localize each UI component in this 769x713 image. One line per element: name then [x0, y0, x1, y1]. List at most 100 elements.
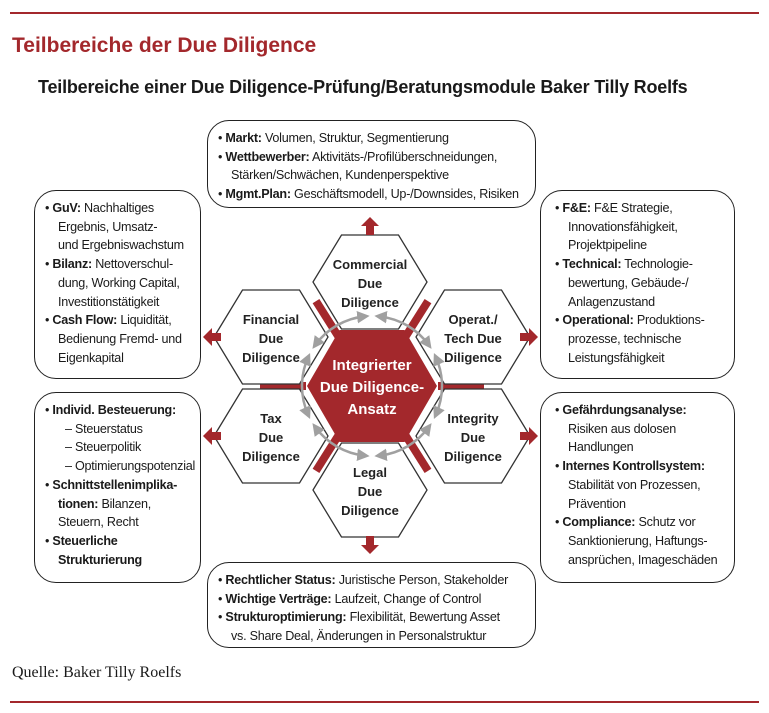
arrow-right-icon [520, 328, 538, 346]
box-line-text: Aktivitäts-/Profilüberschneidungen, [309, 149, 498, 164]
hexagon-label: Diligence [444, 449, 502, 464]
box-line: Projektpipeline [555, 236, 728, 255]
box-line-text: Nettoverschul- [91, 257, 173, 272]
hexagon-label: Integrity [447, 411, 499, 426]
box-line: Bedienung Fremd- und [45, 330, 194, 349]
hexagon-label: Financial [243, 312, 299, 327]
box-line-text: – Optimierungspotenzial [65, 459, 196, 474]
box-line: Risiken aus dolosen [555, 420, 728, 439]
box-line-text: Bedienung Fremd- und [58, 331, 182, 346]
bullet-icon: • [555, 257, 563, 272]
box-line-label: Strukturoptimierung: [225, 610, 347, 625]
cycle-arrow-icon [299, 352, 311, 420]
center-label: Integrierter [332, 357, 411, 374]
bullet-icon: • [555, 313, 563, 328]
box-line-label: Operational: [562, 313, 634, 328]
box-line: Sanktionierung, Haftungs- [555, 532, 728, 551]
cycle-arrow-icon [374, 423, 432, 462]
bullet-icon: • [218, 610, 226, 625]
top-divider [10, 12, 759, 14]
bullet-icon: • [218, 131, 226, 145]
arrow-left-icon [203, 328, 221, 346]
box-line-text: Investitionstätigkeit [58, 294, 160, 309]
bullet-icon: • [218, 187, 226, 202]
box-line: • Individ. Besteuerung: [45, 401, 194, 420]
box-line-label: GuV: [52, 201, 81, 215]
box-line: • Schnittstellenimplika- [45, 476, 194, 495]
box-line-text: Projektpipeline [568, 238, 647, 253]
cycle-arrow-icon [312, 423, 370, 462]
box-line-label: Compliance: [562, 515, 636, 530]
hexagon-label: Legal [353, 465, 387, 480]
box-line: ansprüchen, Imageschäden [555, 551, 728, 570]
box-line: Leistungsfähigkeit [555, 349, 728, 368]
box-line: • Gefährdungsanalyse: [555, 401, 728, 420]
box-line: bewertung, Gebäude-/ [555, 274, 728, 293]
box-line-text: Produktions- [633, 313, 705, 328]
hexagon-label: Operat./ [448, 312, 498, 327]
cycle-arrow-icon [374, 310, 432, 349]
box-line-label: Strukturierung [58, 552, 142, 567]
source-note: Quelle: Baker Tilly Roelfs [12, 664, 182, 681]
box-line: vs. Share Deal, Änderungen in Personalst… [218, 627, 529, 646]
box-line-label: Steuerliche [52, 533, 118, 548]
box-line-text: Prävention [568, 496, 626, 511]
box-line-label: Markt: [225, 131, 262, 145]
box-line-text: Liquidität, [117, 313, 172, 328]
box-line-text: Flexibilität, Bewertung Asset [346, 610, 501, 625]
arrow-right-icon [520, 427, 538, 445]
box-line-text: Nachhaltiges [80, 201, 154, 215]
box-line-label: Rechtlicher Status: [225, 573, 336, 587]
box-line: Ergebnis, Umsatz- [45, 218, 194, 237]
box-line: Prävention [555, 495, 728, 514]
box-line: und Ergebniswachstum [45, 236, 194, 255]
box-line-text: Innovationsfähigkeit, [568, 219, 678, 234]
hexagon-label: Diligence [242, 350, 300, 365]
bottom-divider [10, 701, 759, 703]
box-line-text: bewertung, Gebäude-/ [568, 275, 689, 290]
hexagon-label: Due [259, 331, 284, 346]
box-line-label: Wettbewerber: [225, 149, 310, 164]
box-line-text: prozesse, technische [568, 331, 682, 346]
bullet-icon: • [555, 459, 563, 474]
box-line-text: Handlungen [568, 440, 634, 455]
box-line-text: Technologie- [621, 257, 693, 272]
hexagon-label: Diligence [444, 350, 502, 365]
box-line-text: Geschäftsmodell, Up-/Downsides, Risiken [290, 187, 519, 202]
box-line: • Steuerliche [45, 532, 194, 551]
bullet-icon: • [555, 403, 563, 417]
cycle-arrow-icon [433, 352, 445, 420]
arrow-down-icon [361, 536, 379, 554]
hexagon-label: Tech Due [444, 331, 502, 346]
center-label: Ansatz [347, 401, 396, 418]
hexagon-label: Due [461, 430, 486, 445]
box-line: Innovationsfähigkeit, [555, 218, 728, 237]
box-line-text: Stärken/Schwächen, Kundenperspektive [231, 168, 449, 183]
hexagon-label: Diligence [341, 295, 399, 310]
box-line: • Wichtige Verträge: Laufzeit, Change of… [218, 590, 529, 609]
box-line-label: Bilanz: [52, 257, 92, 272]
figure-title: Teilbereiche einer Due Diligence-Prüfung… [38, 77, 688, 97]
box-line-text: vs. Share Deal, Änderungen in Personalst… [231, 629, 487, 644]
hexagon-label: Commercial [333, 257, 407, 272]
bullet-icon: • [45, 257, 53, 272]
bullet-icon: • [45, 477, 53, 492]
box-line-text: Sanktionierung, Haftungs- [568, 533, 708, 548]
box-line-label: F&E: [562, 201, 591, 215]
box-line-text: Laufzeit, Change of Control [331, 591, 482, 606]
box-line-label: Cash Flow: [52, 313, 118, 328]
box-line: • Mgmt.Plan: Geschäftsmodell, Up-/Downsi… [218, 185, 529, 204]
box-line: • Operational: Produktions- [555, 311, 728, 330]
integrity-details-box: • Gefährdungsanalyse:Risiken aus dolosen… [540, 392, 735, 583]
box-line-label: Mgmt.Plan: [225, 187, 291, 202]
box-line: • Cash Flow: Liquidität, [45, 311, 194, 330]
box-line: • GuV: Nachhaltiges [45, 199, 194, 218]
box-line-label: Gefährdungsanalyse: [562, 403, 687, 417]
